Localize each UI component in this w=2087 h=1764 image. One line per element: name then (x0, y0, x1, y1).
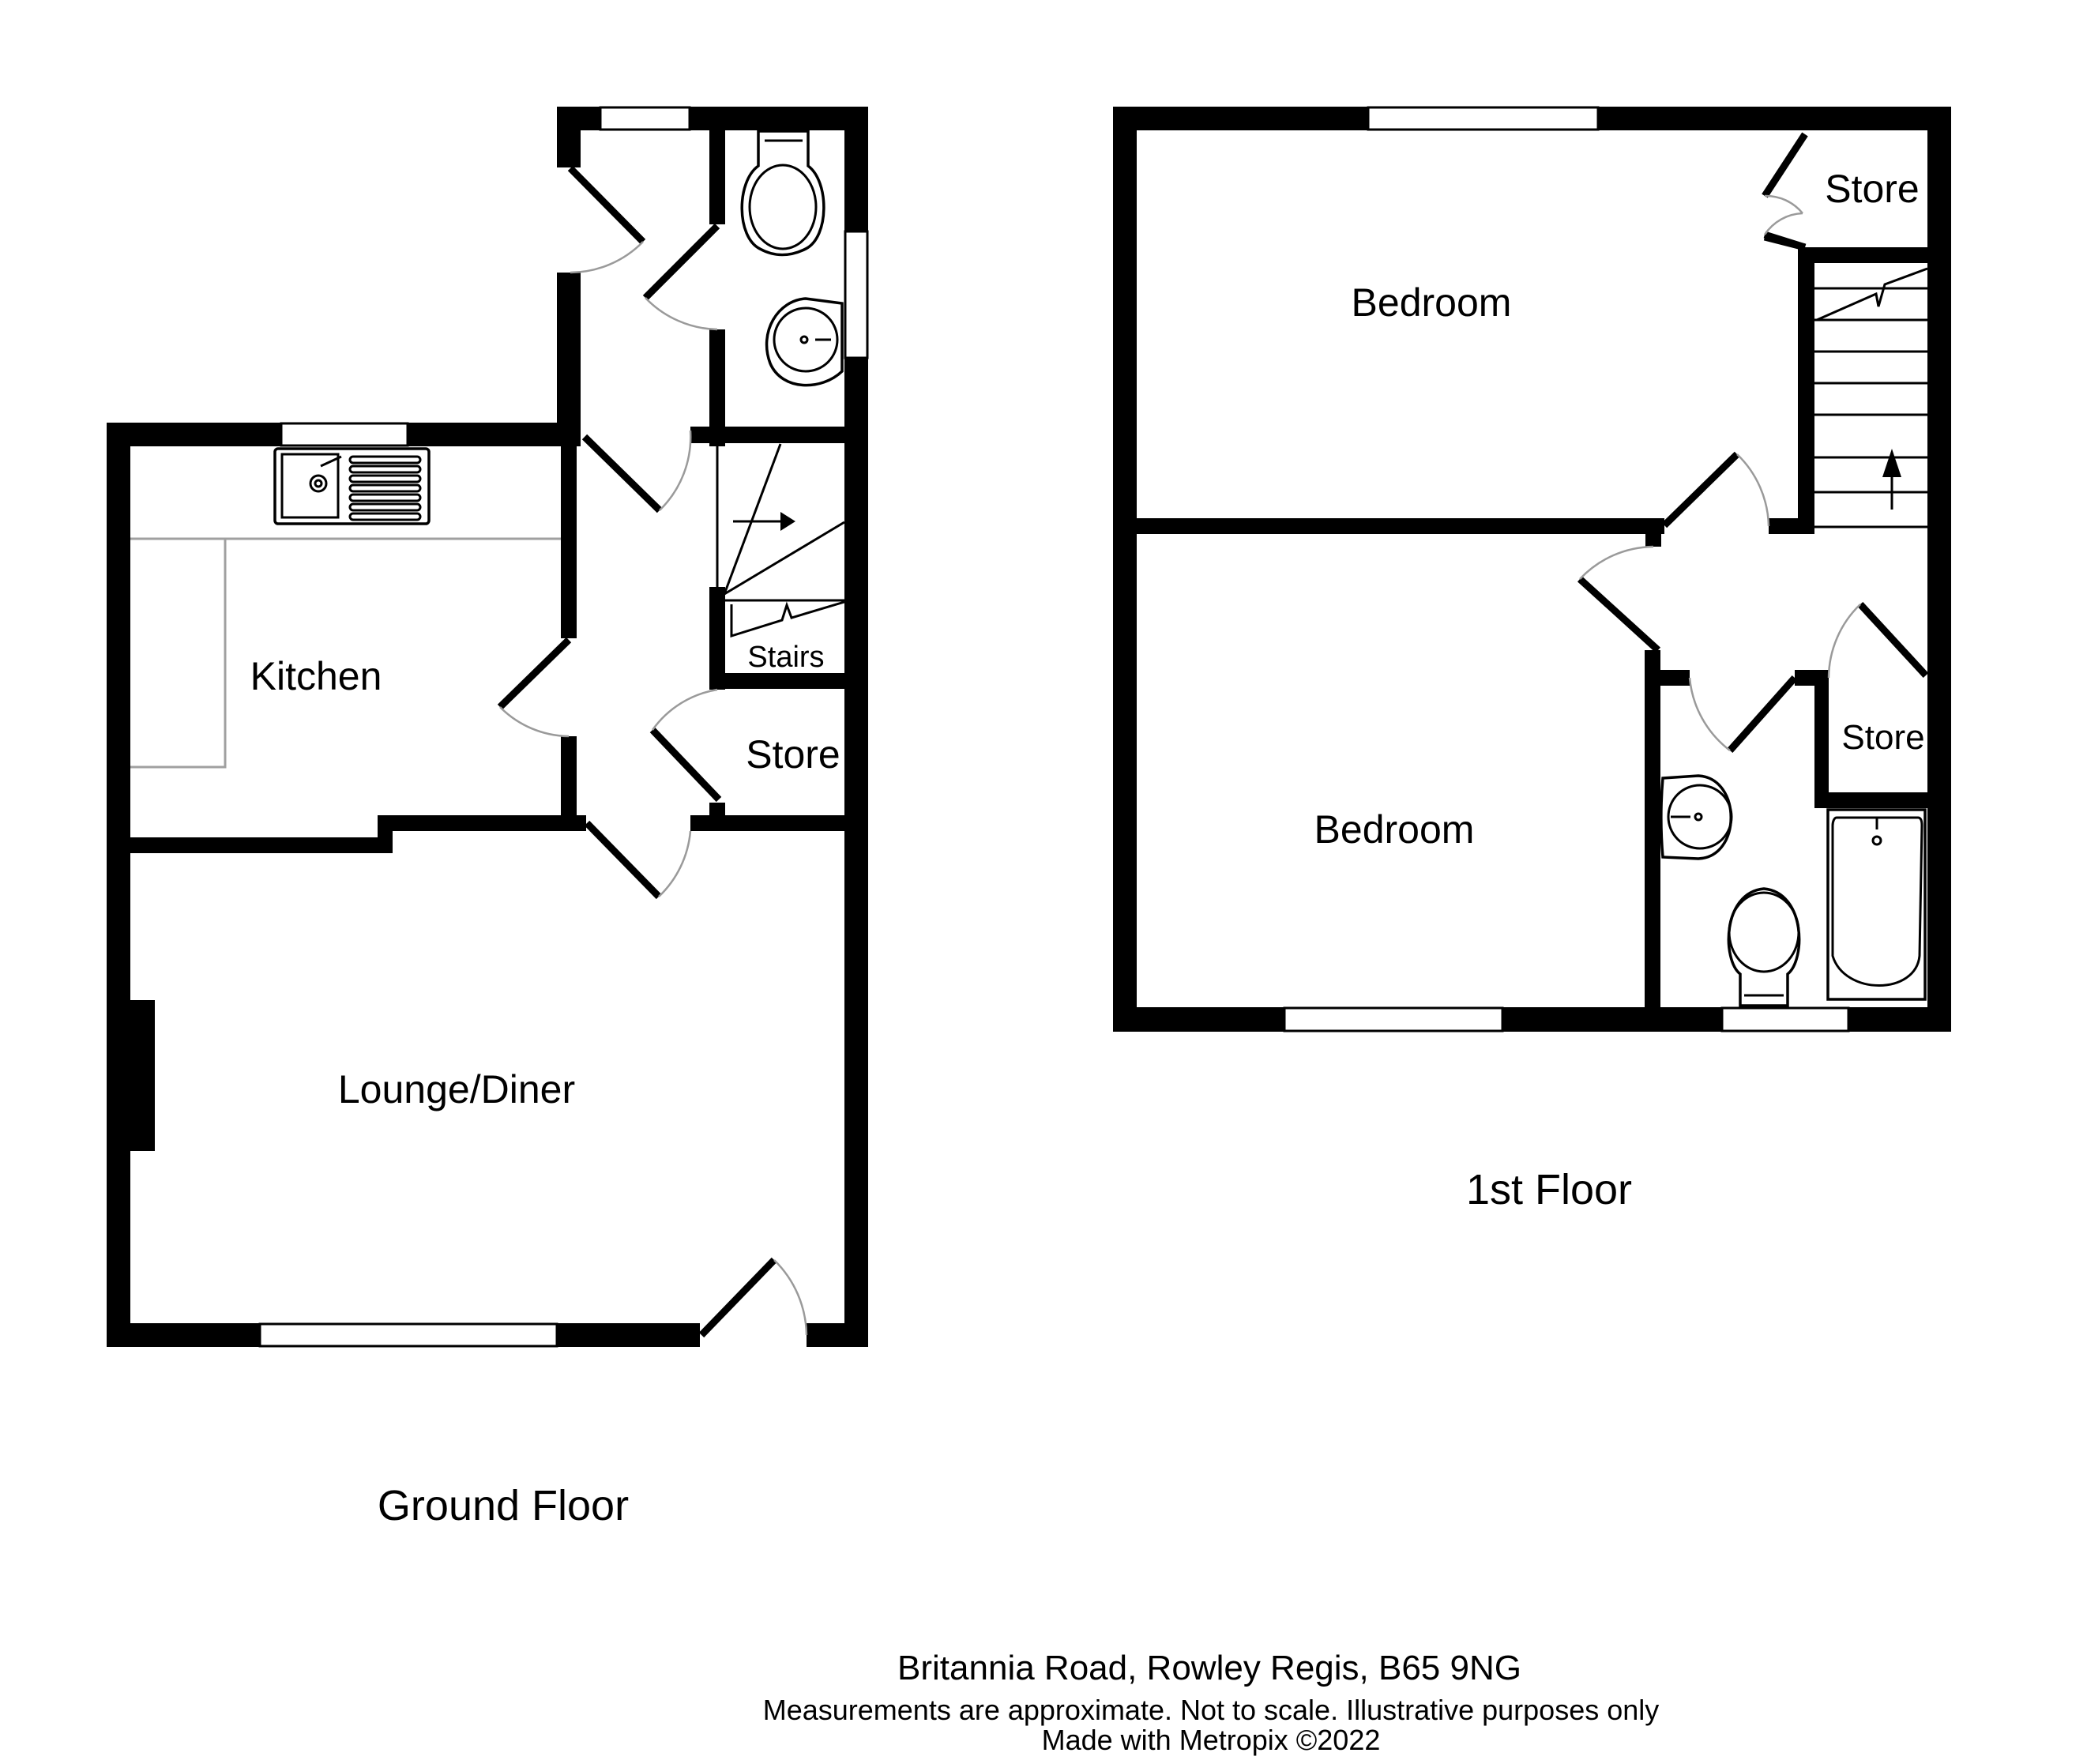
bathroom-window (1720, 1006, 1850, 1032)
toilet-icon (1727, 887, 1801, 1007)
hall-door (581, 434, 663, 513)
room-label-stairs: Stairs (747, 641, 824, 674)
room-label-store-lower: Store (1841, 718, 1924, 757)
hall-rear-window (599, 106, 691, 131)
first-floor-labels: Bedroom Bedroom Store Store 1st Floor (1314, 167, 1925, 1213)
kitchen-fixtures (130, 447, 561, 769)
first-floor-stairs (1814, 267, 1928, 528)
bathtub-icon (1826, 808, 1927, 1001)
front-door (698, 1257, 777, 1338)
floor-title-ground: Ground Floor (378, 1482, 629, 1529)
ground-floor-labels: Kitchen Lounge/Diner Stairs Store Ground… (250, 641, 840, 1529)
ground-floor-plan: Kitchen Lounge/Diner Stairs Store Ground… (107, 106, 869, 1529)
ground-floor-doors (497, 165, 808, 1338)
lounge-door (584, 820, 662, 900)
rear-door (567, 165, 646, 245)
first-floor-plan: Bedroom Bedroom Store Store 1st Floor (1113, 106, 1951, 1213)
first-floor-windows (1283, 106, 1850, 1032)
disclaimer-text: Measurements are approximate. Not to sca… (763, 1694, 1660, 1726)
room-label-lounge-diner: Lounge/Diner (338, 1067, 575, 1111)
wc-fixtures (740, 130, 844, 387)
room-label-bedroom-1: Bedroom (1352, 280, 1512, 325)
bedroom-1-door (1661, 451, 1740, 528)
kitchen-door (497, 637, 572, 710)
bathroom-door (1727, 675, 1798, 753)
credit-text: Made with Metropix ©2022 (1042, 1724, 1381, 1756)
store-door-upper-a (1762, 132, 1808, 198)
bedroom-2-door (1577, 576, 1661, 653)
store-door-lower (1857, 601, 1929, 679)
kitchen-window (280, 422, 409, 447)
chimney-breast (130, 1000, 155, 1151)
lounge-window (258, 1322, 558, 1348)
ground-floor-windows (258, 106, 869, 1348)
footer: Britannia Road, Rowley Regis, B65 9NG Me… (763, 1649, 1660, 1756)
kitchen-counter (130, 537, 561, 769)
arrow-up-icon (1882, 449, 1901, 477)
room-label-store: Store (746, 732, 840, 777)
arrow-right-icon (780, 512, 795, 531)
toilet-icon (740, 130, 825, 257)
floor-title-first: 1st Floor (1466, 1166, 1632, 1213)
sink-drain-icon (309, 474, 328, 493)
room-label-kitchen: Kitchen (250, 654, 382, 698)
property-address: Britannia Road, Rowley Regis, B65 9NG (897, 1649, 1521, 1687)
drainer-ribs (348, 455, 422, 521)
ground-floor-stairs (716, 443, 845, 638)
bedroom-2-window (1283, 1006, 1504, 1032)
bedroom-1-window (1367, 106, 1600, 131)
room-label-bedroom-2: Bedroom (1314, 807, 1475, 852)
wc-door (642, 223, 720, 301)
first-floor-doors (1577, 132, 1929, 753)
first-floor-walls (1113, 107, 1951, 1032)
store-door (649, 727, 722, 803)
bathroom-fixtures (1660, 774, 1927, 1007)
ground-floor-walls (107, 107, 868, 1347)
room-label-store-upper: Store (1825, 167, 1920, 211)
wc-window (844, 230, 869, 359)
